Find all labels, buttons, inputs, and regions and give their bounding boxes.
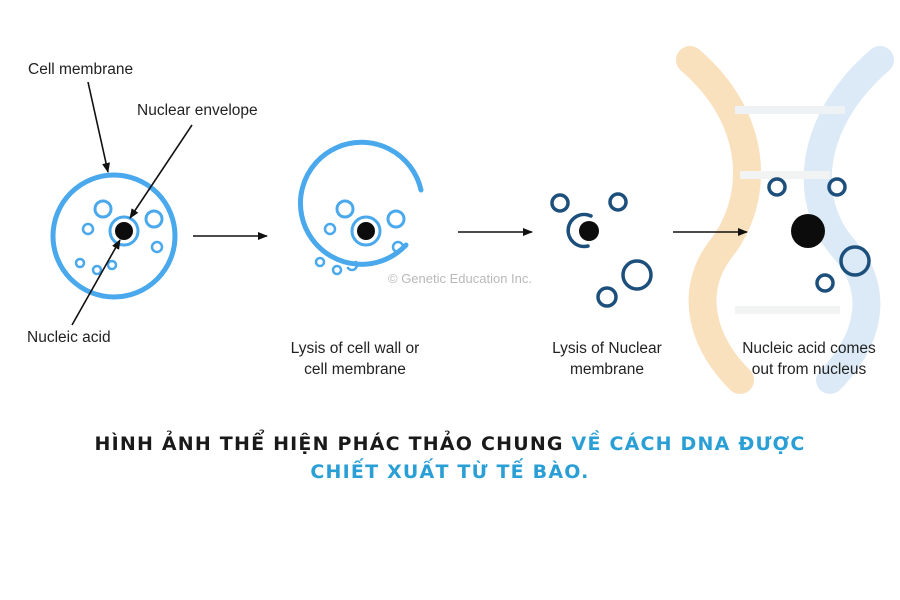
copyright-watermark: © Genetic Education Inc. [388, 271, 532, 286]
nucleic-acid-dot [115, 222, 133, 240]
title-blue-part-2: CHIẾT XUẤT TỪ TẾ BÀO. [310, 461, 590, 483]
nucleic-acid-released [767, 177, 871, 293]
cell-membrane-lysed [298, 139, 424, 276]
vesicle [839, 245, 871, 277]
title-dark-part: HÌNH ẢNH THỂ HIỆN PHÁC THẢO CHUNG [94, 433, 572, 455]
caption-step-2: Lysis of Nuclear membrane [512, 338, 702, 380]
caption-step-3-line2: out from nucleus [751, 361, 867, 378]
caption-step-1-line2: cell membrane [304, 361, 406, 378]
nucleic-acid-dot [357, 222, 375, 240]
vesicle-fragment [346, 260, 359, 272]
pointer-nuclear-envelope [129, 124, 193, 219]
vesicle [827, 177, 847, 197]
nuclear-membrane-lysed [550, 192, 653, 308]
broken-membrane-arc [298, 139, 424, 267]
vesicle [323, 222, 337, 236]
page-title: HÌNH ẢNH THỂ HIỆN PHÁC THẢO CHUNG VỀ CÁC… [0, 430, 900, 486]
label-nuclear-envelope: Nuclear envelope [137, 102, 258, 119]
vesicle [621, 259, 653, 291]
vesicle [815, 273, 835, 293]
title-blue-part-1: VỀ CÁCH DNA ĐƯỢC [571, 433, 806, 455]
vesicle [93, 199, 113, 219]
vesicle [331, 264, 343, 276]
vesicle [74, 257, 86, 269]
vesicle [391, 240, 405, 254]
vesicle [608, 192, 628, 212]
vesicle [81, 222, 95, 236]
vesicle [91, 264, 103, 276]
caption-step-2-line2: membrane [569, 361, 645, 378]
label-cell-membrane: Cell membrane [28, 61, 134, 78]
dna-helix-watermark [676, 46, 894, 394]
vesicle [596, 286, 618, 308]
vesicle [550, 193, 570, 213]
nucleic-acid-dot [791, 214, 825, 248]
vesicle [335, 199, 355, 219]
caption-step-3: Nucleic acid comes out from nucleus [714, 338, 900, 380]
caption-step-2-line1: Lysis of Nuclear [552, 340, 662, 357]
pointer-nucleic-acid [71, 239, 121, 326]
vesicle [386, 209, 406, 229]
caption-step-1: Lysis of cell wall or cell membrane [260, 338, 450, 380]
caption-step-1-line1: Lysis of cell wall or [290, 340, 420, 357]
title-line-1: HÌNH ẢNH THỂ HIỆN PHÁC THẢO CHUNG VỀ CÁC… [0, 430, 900, 458]
vesicle [144, 209, 164, 229]
pointer-cell-membrane [87, 81, 110, 173]
vesicle [767, 177, 787, 197]
vesicle [314, 256, 326, 268]
broken-nuclear-envelope [566, 212, 593, 249]
vesicle [106, 259, 118, 271]
cell-intact [50, 172, 178, 300]
title-line-2: CHIẾT XUẤT TỪ TẾ BÀO. [0, 458, 900, 486]
label-nucleic-acid: Nucleic acid [27, 329, 111, 346]
vesicle [150, 240, 164, 254]
cell-membrane-circle [50, 172, 178, 300]
nucleic-acid-dot [579, 221, 599, 241]
caption-step-3-line1: Nucleic acid comes [742, 340, 876, 357]
